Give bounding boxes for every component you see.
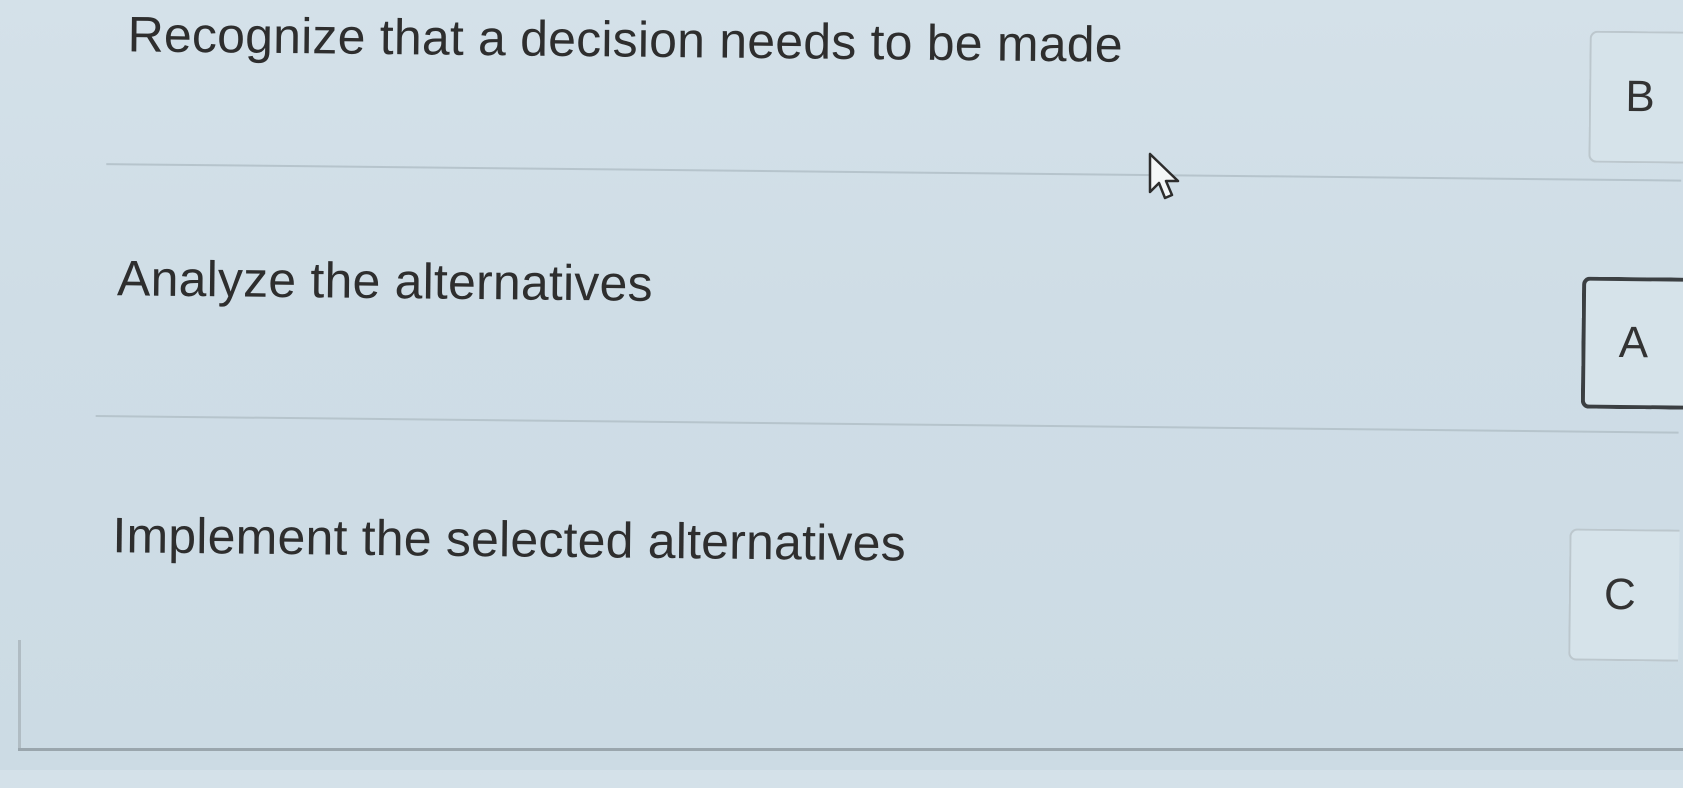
- panel-border-left: [18, 640, 21, 750]
- row-divider: [106, 163, 1682, 182]
- row-divider: [95, 415, 1679, 434]
- statement-text: Implement the selected alternatives: [112, 507, 907, 572]
- answer-dropdown[interactable]: B: [1588, 30, 1683, 164]
- panel-border-bottom: [18, 748, 1683, 751]
- statement-text: Analyze the alternatives: [116, 250, 654, 312]
- mouse-pointer-icon: [1148, 152, 1180, 200]
- statement-text: Recognize that a decision needs to be ma…: [127, 6, 1124, 73]
- answer-dropdown[interactable]: C: [1568, 528, 1680, 662]
- answer-dropdown-selected[interactable]: A: [1580, 276, 1683, 410]
